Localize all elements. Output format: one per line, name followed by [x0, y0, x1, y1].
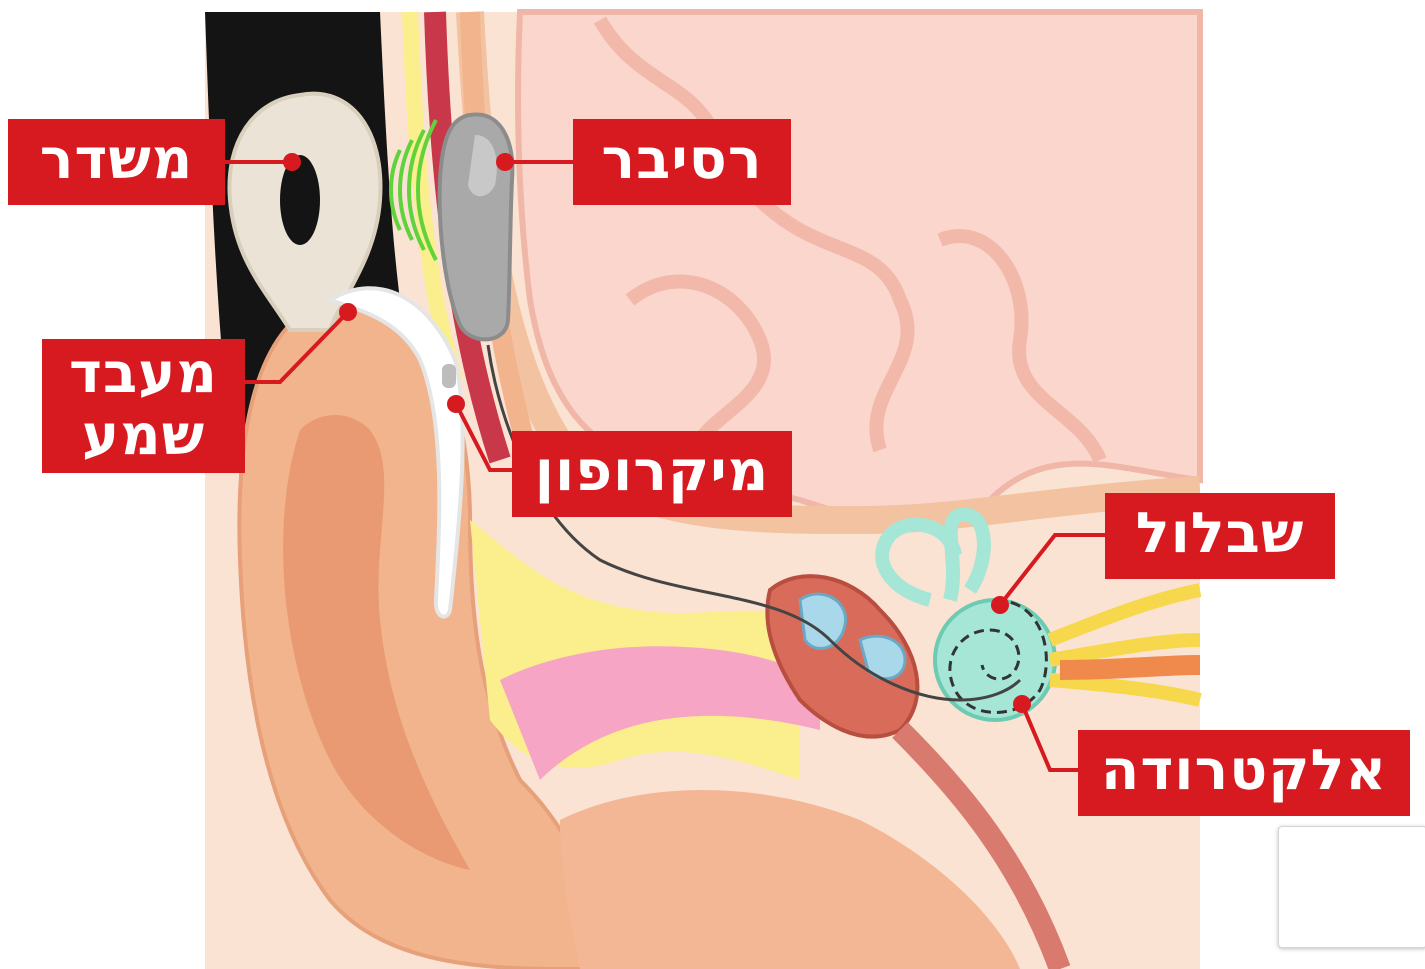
cochlea-label: שבלול [1105, 493, 1335, 579]
processor-label-line2: שמע [42, 405, 245, 467]
empty-overlay-box [1278, 826, 1425, 948]
electrode-label: אלקטרודה [1078, 730, 1410, 816]
microphone-port [442, 364, 456, 388]
processor-label: מעבד שמע [42, 339, 245, 473]
cochlea-body [935, 600, 1055, 720]
microphone-label: מיקרופון [512, 431, 792, 517]
nerve-orange [1060, 665, 1200, 670]
transmitter-label: משדר [8, 119, 225, 205]
receiver-label: רסיבר [573, 119, 791, 205]
processor-label-line1: מעבד [42, 343, 245, 405]
